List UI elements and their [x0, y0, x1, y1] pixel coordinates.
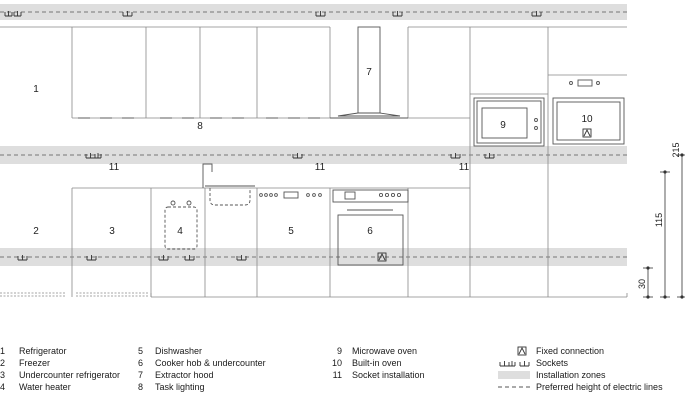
legend-text: Task lighting: [155, 382, 205, 392]
sockets-icon: [531, 11, 542, 17]
legend-item: Preferred height of electric lines: [496, 381, 663, 393]
legend-text: Dishwasher: [155, 346, 203, 356]
legend-text: Fixed connection: [536, 346, 605, 356]
legend-text: Built-in oven: [352, 358, 402, 368]
sockets-icon: [315, 11, 326, 17]
extractor-hood: [330, 26, 408, 119]
label-dishwasher: 5: [288, 226, 294, 237]
legend-column-1: 1 Refrigerator 2 Freezer 3 Undercounter ref…: [0, 345, 120, 393]
legend-column-2: 5 Dishwasher 6 Cooker hob & undercounter 7…: [138, 345, 266, 393]
label-task-lighting: 8: [197, 121, 203, 132]
sockets: [4, 11, 542, 261]
legend-number: 11: [332, 370, 342, 380]
preferred-height-lines: [0, 11, 627, 258]
fixed-connection-icon: [582, 128, 592, 138]
legend-number: 2: [0, 358, 6, 368]
legend-column-3: 9 Microwave oven 10 Built-in oven 11 Socket…: [318, 345, 425, 381]
floor-dotted: [0, 292, 148, 297]
label-water-heater: 4: [177, 226, 183, 237]
fixed-connection-icon: [377, 252, 387, 262]
label-microwave: 9: [500, 120, 506, 131]
legend-item: 4 Water heater: [0, 381, 120, 393]
legend-item: 2 Freezer: [0, 357, 120, 369]
legend-item: 10 Built-in oven: [318, 357, 425, 369]
legend-text: Undercounter refrigerator: [19, 370, 121, 380]
sockets-icon: [17, 255, 28, 261]
legend-item: 1 Refrigerator: [0, 345, 120, 357]
sockets-icon: [122, 11, 133, 17]
sockets-icon: [158, 255, 169, 261]
sockets-icon: [450, 153, 461, 159]
legend-item: 7 Extractor hood: [138, 369, 266, 381]
fixed-connections: [377, 128, 592, 262]
legend-text: Cooker hob & undercounter: [155, 358, 266, 368]
legend-text: Sockets: [536, 358, 569, 368]
kitchen-elevation-diagram: 30 115 215 1 2 3 4 5 6 7 8 9 10 11 11 11: [0, 4, 685, 299]
dashed-line-icon: [496, 381, 536, 393]
sockets-icon: [4, 11, 22, 17]
dim-30: 30: [637, 279, 647, 289]
legend-text: Installation zones: [536, 370, 606, 380]
legend-item: Installation zones: [496, 369, 663, 381]
legend-text: Extractor hood: [155, 370, 214, 380]
dim-215: 215: [671, 142, 681, 157]
label-builtin-oven: 10: [581, 114, 593, 125]
sockets-icon: [392, 11, 403, 17]
legend-text: Refrigerator: [19, 346, 67, 356]
installation-zones: [0, 4, 627, 266]
legend-text: Freezer: [19, 358, 51, 368]
legend-number: 9: [336, 346, 342, 356]
sockets-icon: [86, 255, 97, 261]
legend-number: 8: [138, 382, 144, 392]
dimension-lines: [643, 154, 685, 298]
legend-number: 6: [138, 358, 144, 368]
label-socket-installation: 11: [459, 162, 470, 173]
label-extractor-hood: 7: [366, 67, 372, 78]
dim-115: 115: [654, 213, 664, 227]
legend-item: Sockets: [496, 357, 663, 369]
sockets-icon: [496, 357, 536, 369]
legend-text: Water heater: [19, 382, 71, 392]
legend-number: 3: [0, 370, 6, 380]
builtin-oven: [552, 79, 625, 145]
legend-text: Microwave oven: [352, 346, 418, 356]
water-heater: [164, 200, 198, 250]
microwave-oven: [473, 97, 545, 147]
sink: [202, 163, 255, 206]
label-undercounter-refrigerator: 3: [109, 226, 115, 237]
dishwasher: [259, 191, 322, 199]
sockets-icon: [85, 153, 102, 159]
legend-item: 11 Socket installation: [318, 369, 425, 381]
cooker: [332, 189, 409, 266]
label-socket-installation: 11: [109, 162, 120, 173]
legend-number: 1: [0, 346, 6, 356]
sockets-icon: [484, 153, 495, 159]
legend-symbols: Fixed connection Sockets Installation zo…: [496, 345, 663, 393]
label-refrigerator: 1: [33, 84, 39, 95]
legend-item: 3 Undercounter refrigerator: [0, 369, 120, 381]
item-labels: 1 2 3 4 5 6 7 8 9 10 11 11 11: [33, 67, 593, 237]
legend-item: 6 Cooker hob & undercounter: [138, 357, 266, 369]
installation-zone-icon: [496, 369, 536, 381]
legend-number: 7: [138, 370, 144, 380]
legend-number: 5: [138, 346, 144, 356]
cabinet-outlines: [0, 26, 628, 298]
sockets-icon: [236, 255, 247, 261]
zone-top: [0, 4, 627, 20]
legend-item: Fixed connection: [496, 345, 663, 357]
label-socket-installation: 11: [315, 162, 326, 173]
legend-item: 8 Task lighting: [138, 381, 266, 393]
legend-text: Preferred height of electric lines: [536, 382, 663, 392]
legend-item: 5 Dishwasher: [138, 345, 266, 357]
legend-number: 10: [331, 358, 342, 368]
sockets-icon: [184, 255, 195, 261]
sockets-icon: [292, 153, 303, 159]
fixed-connection-icon: [496, 345, 536, 357]
legend-text: Socket installation: [352, 370, 425, 380]
label-cooker: 6: [367, 226, 373, 237]
legend-number: 4: [0, 382, 6, 392]
legend-item: 9 Microwave oven: [318, 345, 425, 357]
label-freezer: 2: [33, 226, 39, 237]
